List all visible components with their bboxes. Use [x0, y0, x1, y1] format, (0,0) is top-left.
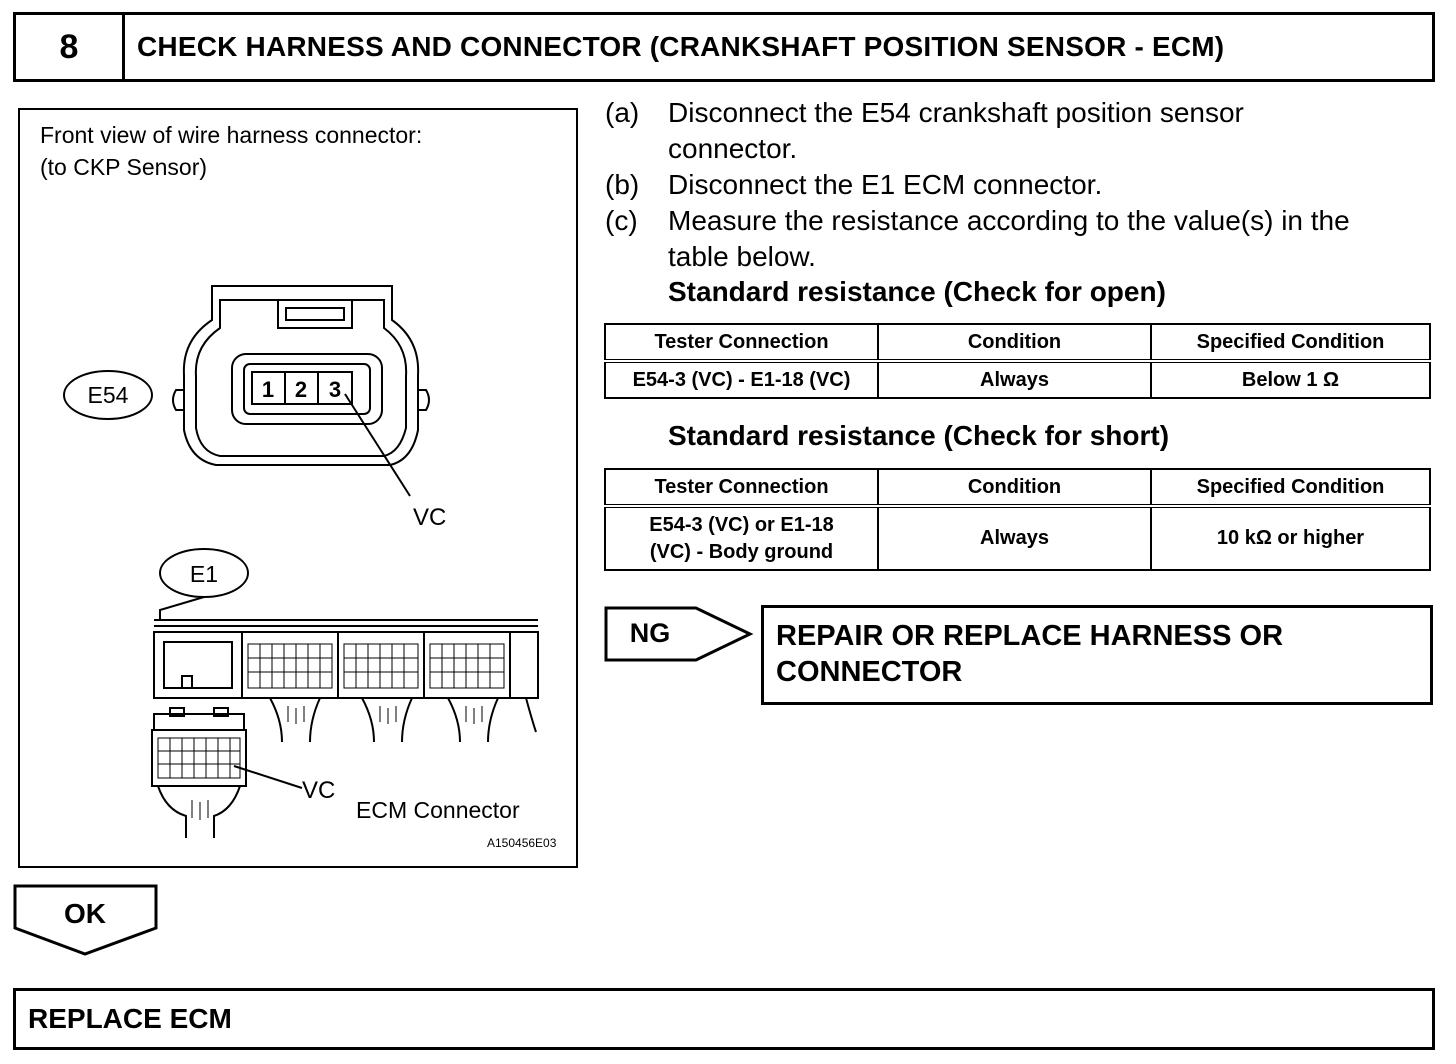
ecm-connector-drawing	[153, 619, 539, 743]
final-action-text: REPLACE ECM	[28, 1003, 232, 1034]
open-resistance-table: Tester Connection Condition Specified Co…	[604, 323, 1431, 399]
open-cell-condition: Always	[877, 360, 1152, 399]
open-header-spec: Specified Condition	[1150, 323, 1431, 363]
open-header-condition: Condition	[877, 323, 1152, 363]
open-table-title: Standard resistance (Check for open)	[668, 276, 1166, 307]
step-title: CHECK HARNESS AND CONNECTOR (CRANKSHAFT …	[137, 31, 1225, 62]
short-cell-tester-line2: (VC) - Body ground	[649, 540, 834, 563]
step-header: 8 CHECK HARNESS AND CONNECTOR (CRANKSHAF…	[13, 12, 1435, 82]
short-resistance-table: Tester Connection Condition Specified Co…	[604, 468, 1431, 571]
step-a-letter: (a)	[605, 97, 640, 128]
step-a-text: Disconnect the E54 crankshaft position s…	[668, 95, 1428, 167]
figure-caption-line2: (to CKP Sensor)	[40, 154, 208, 180]
ng-label: NG	[630, 618, 671, 648]
e1-label: E1	[190, 561, 218, 587]
step-c-line1: Measure the resistance according to the …	[668, 205, 1350, 236]
e1-plug-drawing	[151, 707, 247, 838]
figure-code: A150456E03	[487, 836, 557, 850]
short-header-tester: Tester Connection	[604, 468, 879, 508]
figure-caption-line1: Front view of wire harness connector:	[40, 122, 423, 148]
short-cell-tester: E54-3 (VC) or E1-18 (VC) - Body ground	[604, 505, 879, 571]
open-cell-tester: E54-3 (VC) - E1-18 (VC)	[604, 360, 879, 399]
pin-2-label: 2	[295, 377, 307, 402]
e54-label: E54	[88, 382, 129, 408]
short-cell-condition: Always	[877, 505, 1152, 571]
short-header-condition: Condition	[877, 468, 1152, 508]
vc-leader-top	[344, 393, 411, 497]
pin-1-label: 1	[262, 377, 274, 402]
final-action-box: REPLACE ECM	[13, 988, 1435, 1050]
vc-label-bottom: VC	[302, 777, 335, 804]
pin-3-label: 3	[329, 377, 341, 402]
step-b-line1: Disconnect the E1 ECM connector.	[668, 169, 1103, 200]
e54-connector-drawing	[172, 285, 430, 466]
ok-arrow: OK	[13, 884, 158, 956]
step-c-text: Measure the resistance according to the …	[668, 203, 1428, 275]
vc-label-top: VC	[413, 504, 446, 531]
ng-action-text: REPAIR OR REPLACE HARNESS OR CONNECTOR	[776, 618, 1416, 690]
short-header-spec: Specified Condition	[1150, 468, 1431, 508]
short-table-title: Standard resistance (Check for short)	[668, 420, 1170, 451]
ok-label: OK	[64, 898, 106, 929]
step-c-line2: table below.	[668, 241, 816, 272]
ecm-connector-label: ECM Connector	[356, 797, 520, 823]
short-cell-tester-line1: E54-3 (VC) or E1-18	[649, 513, 834, 536]
open-cell-spec: Below 1 Ω	[1150, 360, 1431, 399]
ng-action-box: REPAIR OR REPLACE HARNESS OR CONNECTOR	[761, 605, 1433, 705]
step-c-letter: (c)	[605, 205, 638, 236]
connector-figure: Front view of wire harness connector: (t…	[18, 108, 578, 868]
ng-action-line2: CONNECTOR	[776, 656, 963, 688]
table-row: E54-3 (VC) - E1-18 (VC) Always Below 1 Ω	[604, 360, 1431, 399]
vc-leader-bottom	[233, 765, 303, 789]
short-cell-spec: 10 kΩ or higher	[1150, 505, 1431, 571]
ng-arrow: NG	[604, 606, 754, 662]
ng-action-line1: REPAIR OR REPLACE HARNESS OR	[776, 620, 1284, 652]
step-b-letter: (b)	[605, 169, 640, 200]
step-a-line1: Disconnect the E54 crankshaft position s…	[668, 97, 1244, 128]
step-number: 8	[16, 15, 125, 79]
e54-bubble	[63, 370, 153, 420]
step-a-line2: connector.	[668, 133, 798, 164]
table-row: E54-3 (VC) or E1-18 (VC) - Body ground A…	[604, 505, 1431, 571]
step-b-text: Disconnect the E1 ECM connector.	[668, 167, 1428, 203]
connector-diagram: E54 1 2 3 VC E1 VC ECM Connector	[63, 285, 539, 838]
open-header-tester: Tester Connection	[604, 323, 879, 363]
